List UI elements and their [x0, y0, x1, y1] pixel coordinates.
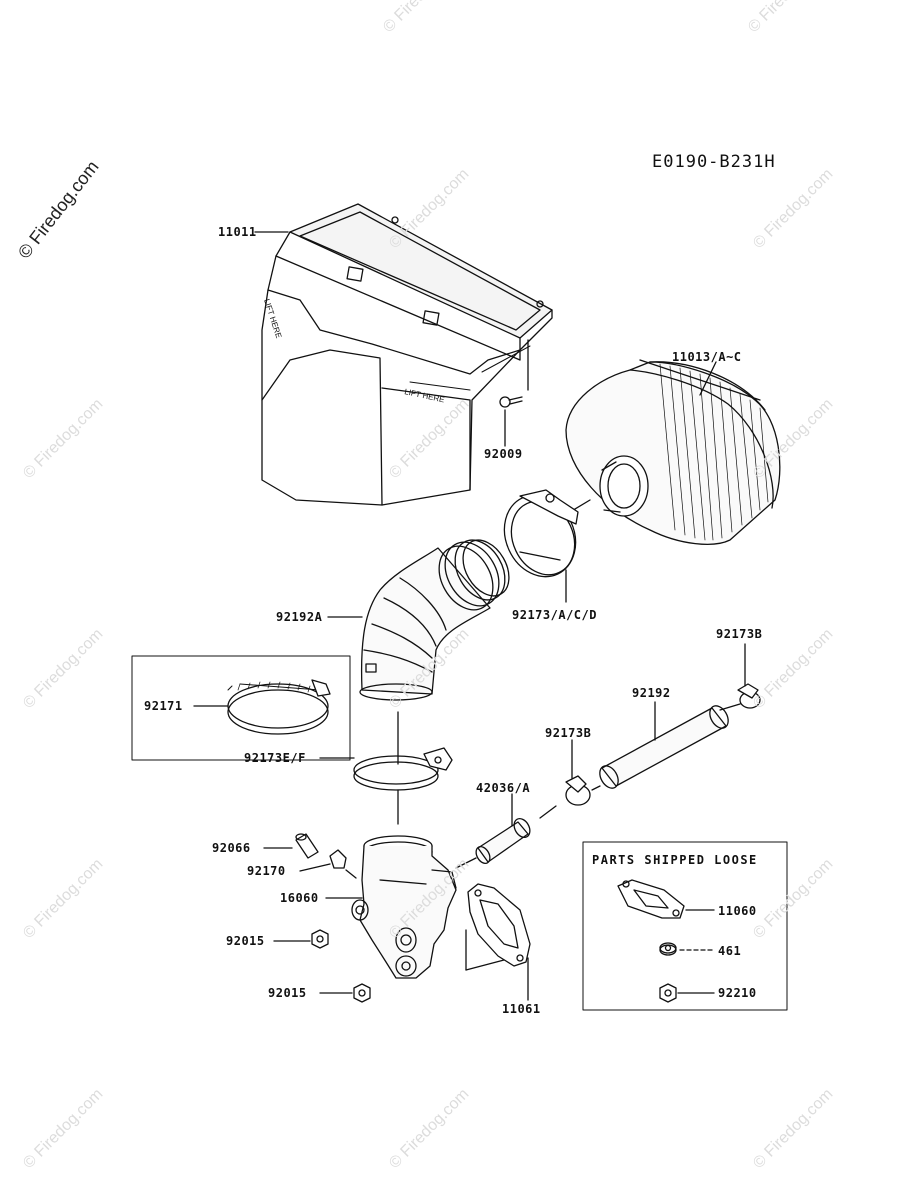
label-11061: 11061 [502, 1002, 541, 1016]
hose-clamp-92171 [131, 655, 351, 761]
nut-92015-lower [319, 983, 371, 1003]
hose-92192 [599, 701, 729, 789]
small-clamp-92173b-top [719, 643, 761, 711]
label-92192: 92192 [632, 686, 671, 700]
label-92015-lower: 92015 [268, 986, 307, 1000]
label-92173acd: 92173/A/C/D [512, 608, 597, 622]
label-92066: 92066 [212, 841, 251, 855]
label-11011: 11011 [218, 225, 257, 239]
screw-92009 [499, 339, 529, 447]
label-92210: 92210 [718, 986, 757, 1000]
svg-text:LIFT HERE: LIFT HERE [262, 298, 283, 340]
small-clamp-92173b-mid [539, 739, 601, 819]
diagram-code: E0190-B231H [652, 152, 776, 172]
intake-pipe-16060 [325, 835, 457, 979]
label-92015-upper: 92015 [226, 934, 265, 948]
svg-text:LIFT HERE: LIFT HERE [404, 387, 446, 404]
label-42036: 42036/A [476, 781, 531, 795]
label-92173b-top: 92173B [716, 627, 763, 641]
gasket-11061 [465, 883, 531, 1001]
clamp-92173acd [503, 489, 579, 603]
label-461: 461 [718, 944, 742, 958]
parts-shipped-loose-title: PARTS SHIPPED LOOSE [592, 853, 758, 867]
label-11060: 11060 [718, 904, 757, 918]
clamp-92173ef [319, 711, 453, 825]
nut-92015-upper [273, 929, 329, 949]
fitting-92066 [263, 833, 319, 859]
label-92171: 92171 [144, 699, 183, 713]
parts-shipped-loose-box [582, 841, 788, 1011]
label-16060: 16060 [280, 891, 319, 905]
label-92170: 92170 [247, 864, 286, 878]
label-92173b-mid: 92173B [545, 726, 592, 740]
air-filter-element-11013 [565, 359, 781, 545]
label-11013: 11013/A~C [672, 350, 742, 364]
label-92009: 92009 [484, 447, 523, 461]
pipe-42036a [455, 793, 531, 869]
label-92173ef: 92173E/F [244, 751, 306, 765]
elbow-hose-92192a [327, 539, 510, 701]
label-92192a: 92192A [276, 610, 323, 624]
clip-92170 [299, 849, 357, 879]
